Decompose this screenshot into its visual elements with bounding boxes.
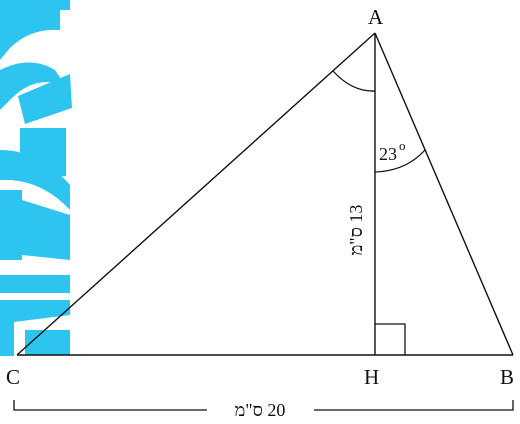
- side-ac: [16, 32, 376, 356]
- base-dimension-bracket: [13, 400, 514, 411]
- degree-symbol: o: [399, 138, 406, 153]
- height-label: 13 ס"מ: [346, 205, 366, 256]
- angle-arc-cah: [332, 70, 376, 92]
- side-ab: [374, 32, 514, 356]
- angle-arc-hab: [374, 149, 426, 173]
- vertex-label-h: H: [364, 365, 379, 389]
- angle-label-23: 23: [379, 144, 397, 164]
- watermark: [0, 0, 72, 356]
- right-angle-marker: [375, 323, 406, 355]
- vertex-label-b: B: [500, 365, 514, 389]
- base-label: 20 ס"מ: [235, 400, 286, 420]
- vertex-label-c: C: [6, 365, 20, 389]
- vertex-label-a: A: [368, 5, 384, 29]
